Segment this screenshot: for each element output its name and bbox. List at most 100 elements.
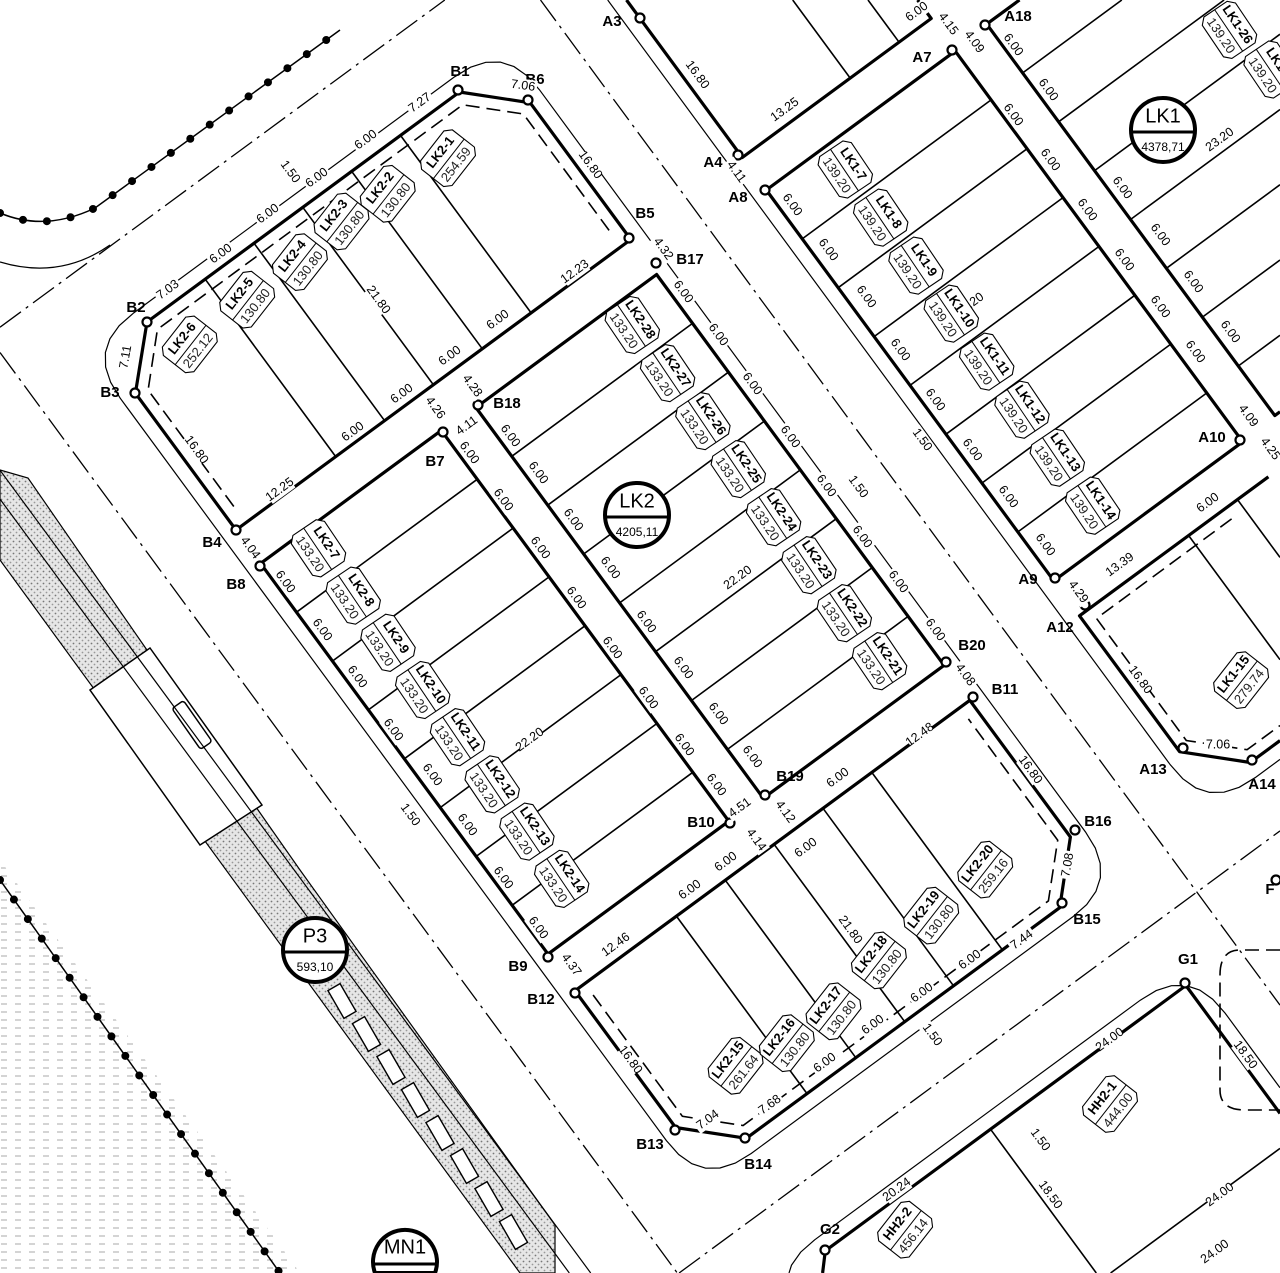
- railway-chain-top: [0, 29, 341, 223]
- dimension-label: 6.00: [1036, 144, 1064, 176]
- lot-label-frame: [781, 536, 837, 595]
- dimension-label: 6.00: [205, 240, 237, 268]
- dimension-label: 1.50: [918, 1019, 946, 1051]
- lot-label-frame: [994, 380, 1050, 439]
- dimension-label: 24.00: [1093, 1025, 1127, 1055]
- dimension-label: 6.00: [852, 281, 880, 313]
- dimension-value: 22.20: [513, 725, 547, 755]
- point-label: B16: [1084, 813, 1112, 830]
- lot-label-frame: [1029, 428, 1086, 487]
- dimension-label: 4.04: [236, 532, 264, 564]
- lot-label-frame: [745, 488, 802, 547]
- lot-label-frame: [1213, 651, 1270, 709]
- vertex-marker: [669, 1124, 681, 1136]
- block-badge-LK1: LK1 4378,71: [1129, 96, 1197, 164]
- dimension-value: 13.39: [1103, 550, 1137, 580]
- lot-label-divider: [793, 544, 823, 587]
- vertex-marker: [141, 316, 153, 328]
- dimension-label: 6.00: [669, 276, 697, 308]
- dimension-label: 6.00: [669, 652, 697, 684]
- lot-label-frame: [805, 982, 862, 1041]
- lot-label-frame: [957, 840, 1014, 899]
- dimension-label: 4.28: [458, 370, 486, 402]
- vertex-marker: [979, 19, 991, 31]
- dimension-label: 6.00: [1034, 74, 1062, 106]
- road-centerline: [678, 830, 1280, 1273]
- lot-label-frame: [161, 315, 218, 374]
- dimension-label: 6.00: [884, 566, 912, 598]
- dimension-label: 4.11: [451, 412, 483, 440]
- point-label: A9: [1018, 571, 1037, 588]
- parking-stall: [351, 1015, 382, 1053]
- road-curb-rounded-right: [1219, 949, 1280, 1111]
- road-centerline: [0, 0, 446, 328]
- dimension-label: 13.25: [768, 95, 802, 125]
- lot-label-frame: [710, 439, 767, 499]
- vertex-marker: [1056, 897, 1068, 909]
- block-area: 593,10: [297, 960, 334, 974]
- curb-LK2: [104, 61, 1102, 1169]
- point-label: B7: [425, 453, 444, 470]
- lot-label-divider: [865, 197, 895, 240]
- vertex-marker: [452, 84, 464, 96]
- vertex-marker: [522, 94, 534, 106]
- dimension-label: 6.00: [1110, 244, 1138, 276]
- dimension-value: 12.46: [599, 930, 633, 960]
- lot-label-divider: [818, 991, 851, 1032]
- railway-chain-bottom-dots: [0, 876, 284, 1273]
- dimension-value: 22.20: [721, 563, 755, 593]
- dimension-label: 6.00: [343, 661, 371, 693]
- building-outline: [88, 646, 264, 847]
- point-label: B5: [635, 205, 654, 222]
- parking-stall: [449, 1147, 480, 1185]
- park-field: [0, 600, 300, 1273]
- lot-label-divider: [232, 280, 264, 321]
- parking-stall: [473, 1180, 505, 1218]
- dimension-label: 6.00: [790, 834, 822, 862]
- dimension-value: 7.08: [1058, 852, 1076, 878]
- point-label: F: [1265, 881, 1274, 898]
- lot-label-frame: [1243, 40, 1280, 99]
- dimension-value: 24.00: [1198, 1237, 1232, 1267]
- lot-label-divider: [433, 138, 465, 179]
- dimension-label: 7.44: [1006, 926, 1038, 954]
- point-label: B8: [226, 576, 245, 593]
- point-label: A8: [728, 189, 747, 206]
